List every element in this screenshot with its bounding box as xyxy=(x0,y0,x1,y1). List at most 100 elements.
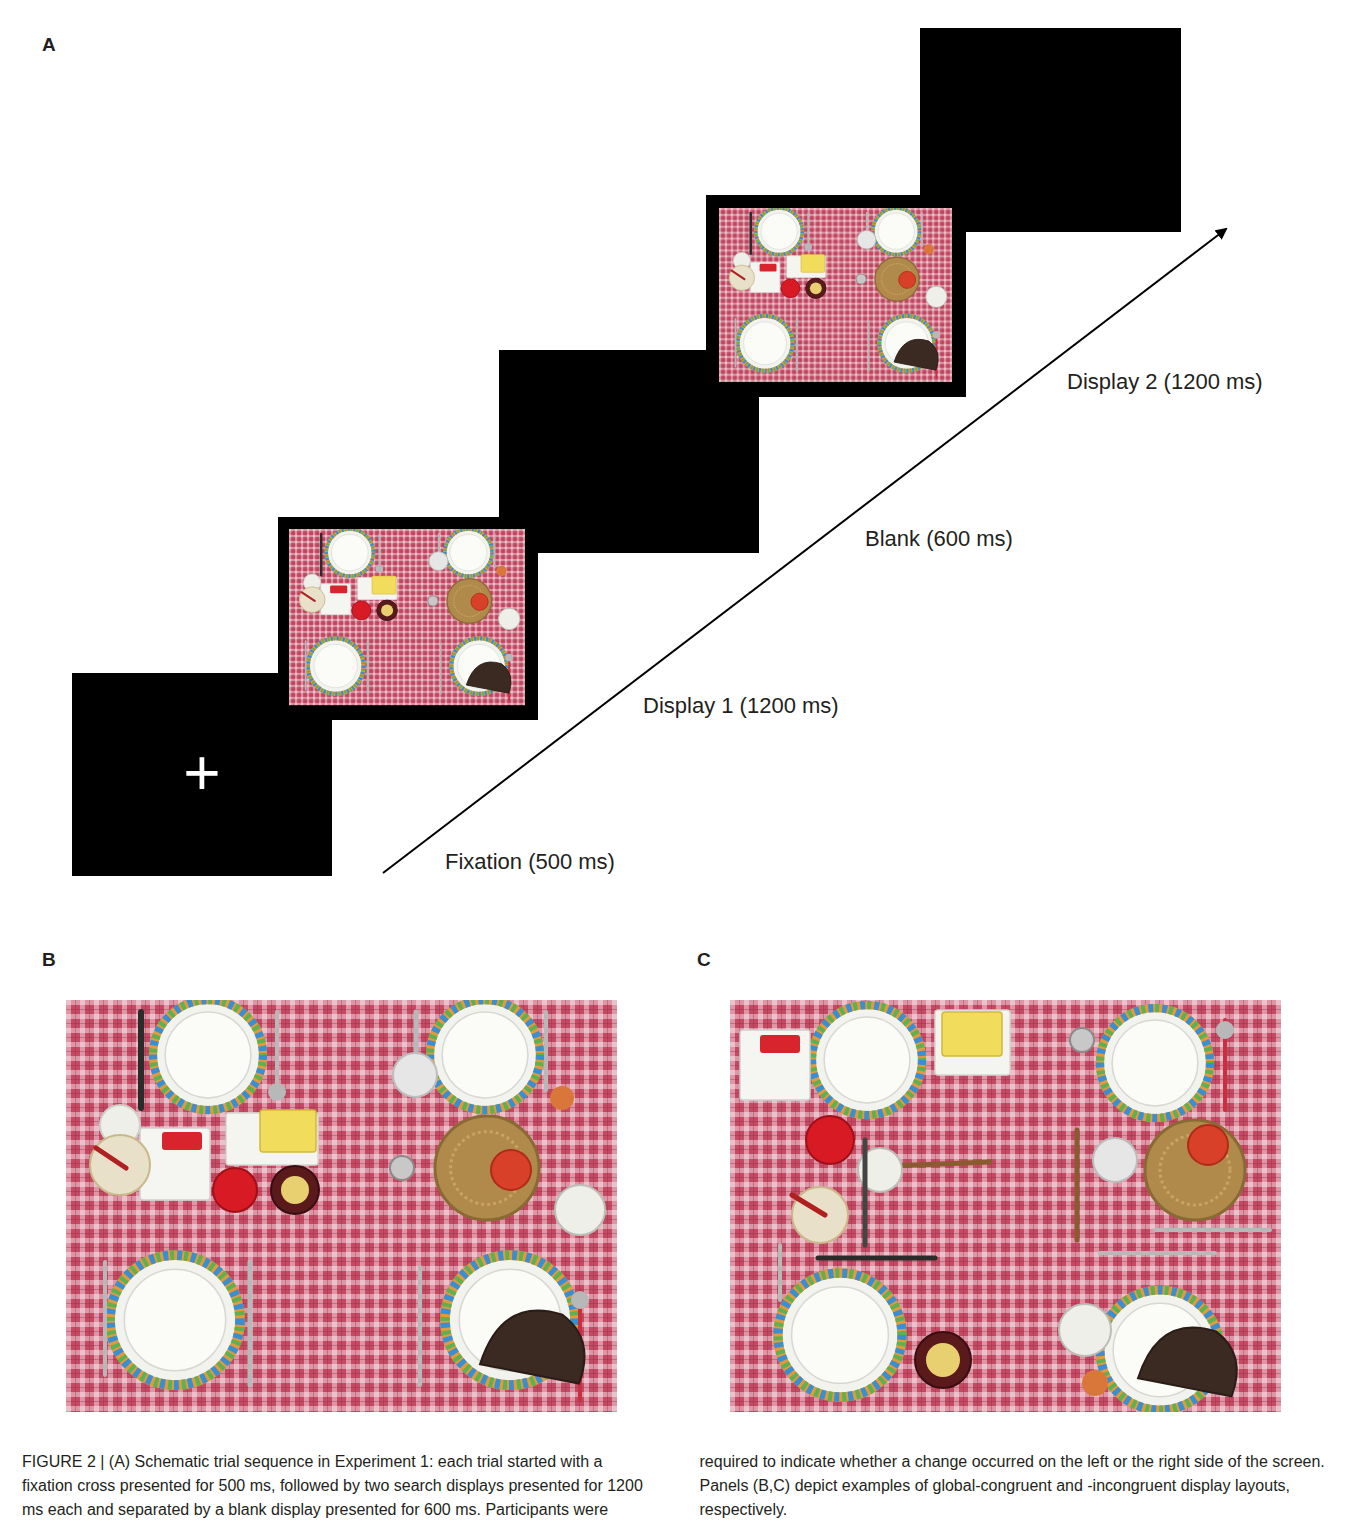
table-photo xyxy=(719,208,952,382)
plate-rim xyxy=(873,208,920,255)
plate-rim xyxy=(308,638,364,694)
cutlery xyxy=(138,1012,144,1108)
stage-label: Fixation (500 ms) xyxy=(445,849,615,875)
tableware xyxy=(926,286,947,307)
cutlery xyxy=(494,534,496,567)
tableware xyxy=(760,1035,800,1053)
basket xyxy=(447,579,492,624)
tableware xyxy=(498,608,519,629)
tableware xyxy=(729,265,754,290)
plate-center xyxy=(824,1017,910,1103)
cutlery xyxy=(818,1256,935,1261)
plate-rim xyxy=(1100,1008,1210,1118)
stage-label: Display 1 (1200 ms) xyxy=(643,693,839,719)
tableware xyxy=(1082,1370,1108,1396)
panel-label: C xyxy=(697,949,711,971)
cutlery xyxy=(248,1262,253,1385)
tableware xyxy=(496,566,506,576)
tableware xyxy=(926,1343,960,1377)
tableware xyxy=(804,243,812,251)
plate-rim xyxy=(812,1005,922,1115)
cutlery xyxy=(796,319,798,371)
plate xyxy=(153,1000,263,1110)
plate-rim xyxy=(308,638,364,694)
tableware xyxy=(571,1291,589,1309)
tableware xyxy=(491,1150,531,1190)
cutlery xyxy=(1075,1130,1080,1240)
cutlery xyxy=(544,1012,548,1090)
plate-rim xyxy=(153,1000,263,1110)
tableware xyxy=(471,593,488,610)
plate-rim xyxy=(445,529,492,576)
plate-center xyxy=(878,213,914,249)
tableware xyxy=(1216,1021,1234,1039)
plate-rim xyxy=(326,529,373,576)
cutlery xyxy=(868,321,870,371)
cutlery xyxy=(807,213,809,246)
plate xyxy=(326,529,373,576)
tableware xyxy=(760,264,777,272)
plate-rim xyxy=(1100,1008,1210,1118)
plate xyxy=(445,529,492,576)
table-photo xyxy=(730,1000,1281,1412)
bread xyxy=(466,662,511,693)
tableware xyxy=(933,331,941,339)
tableware xyxy=(806,1116,854,1164)
tableware xyxy=(781,279,800,298)
cutlery xyxy=(1100,1251,1215,1255)
plate-rim xyxy=(326,529,373,576)
tableware xyxy=(740,1030,810,1100)
plate-center xyxy=(792,1287,889,1384)
figure-caption: FIGURE 2 | (A) Schematic trial sequence … xyxy=(22,1450,1328,1522)
basket xyxy=(435,1116,539,1220)
stage-label: Display 2 (1200 ms) xyxy=(1067,369,1263,395)
plate-center xyxy=(761,213,797,249)
plate-rim xyxy=(110,1255,240,1385)
cutlery xyxy=(735,319,737,367)
panel-label: B xyxy=(42,949,56,971)
plate xyxy=(308,638,364,694)
tableware xyxy=(90,1135,150,1195)
table-photo xyxy=(289,529,525,705)
tablecloth xyxy=(719,208,952,382)
tableware xyxy=(505,654,513,662)
cutlery xyxy=(440,643,442,694)
plate-rim xyxy=(153,1000,263,1110)
tableware xyxy=(213,1168,257,1212)
plate xyxy=(873,208,920,255)
tableware xyxy=(372,576,396,594)
tablecloth xyxy=(66,1000,617,1412)
plate-rim xyxy=(812,1005,922,1115)
cutlery xyxy=(379,534,381,567)
plate-center xyxy=(442,1012,528,1098)
tableware xyxy=(429,552,448,571)
cutlery xyxy=(275,1012,279,1090)
plate-rim xyxy=(756,208,803,255)
plate xyxy=(430,1000,540,1110)
cutlery xyxy=(732,271,745,279)
plate-center xyxy=(314,644,357,687)
plate-rim xyxy=(756,208,803,255)
tableware xyxy=(942,1012,1002,1056)
cutlery xyxy=(367,641,369,694)
tableware xyxy=(806,278,826,298)
plate-rim xyxy=(873,208,920,255)
tableware xyxy=(381,604,393,616)
tableware xyxy=(792,1187,848,1243)
plate xyxy=(778,1273,902,1397)
plate-rim xyxy=(738,316,793,371)
tableware xyxy=(550,1086,574,1110)
cutlery xyxy=(1155,1228,1270,1232)
plate xyxy=(738,316,793,371)
plate-center xyxy=(124,1269,225,1370)
table-photo xyxy=(66,1000,617,1412)
basket xyxy=(875,257,919,301)
tableware xyxy=(1093,1138,1137,1182)
fixation-cross: + xyxy=(72,735,332,811)
plate-center xyxy=(165,1012,251,1098)
plate-rim xyxy=(430,1000,540,1110)
tableware xyxy=(810,282,822,294)
tableware xyxy=(268,1083,286,1101)
photo-content xyxy=(719,208,952,382)
tableware xyxy=(330,586,347,594)
